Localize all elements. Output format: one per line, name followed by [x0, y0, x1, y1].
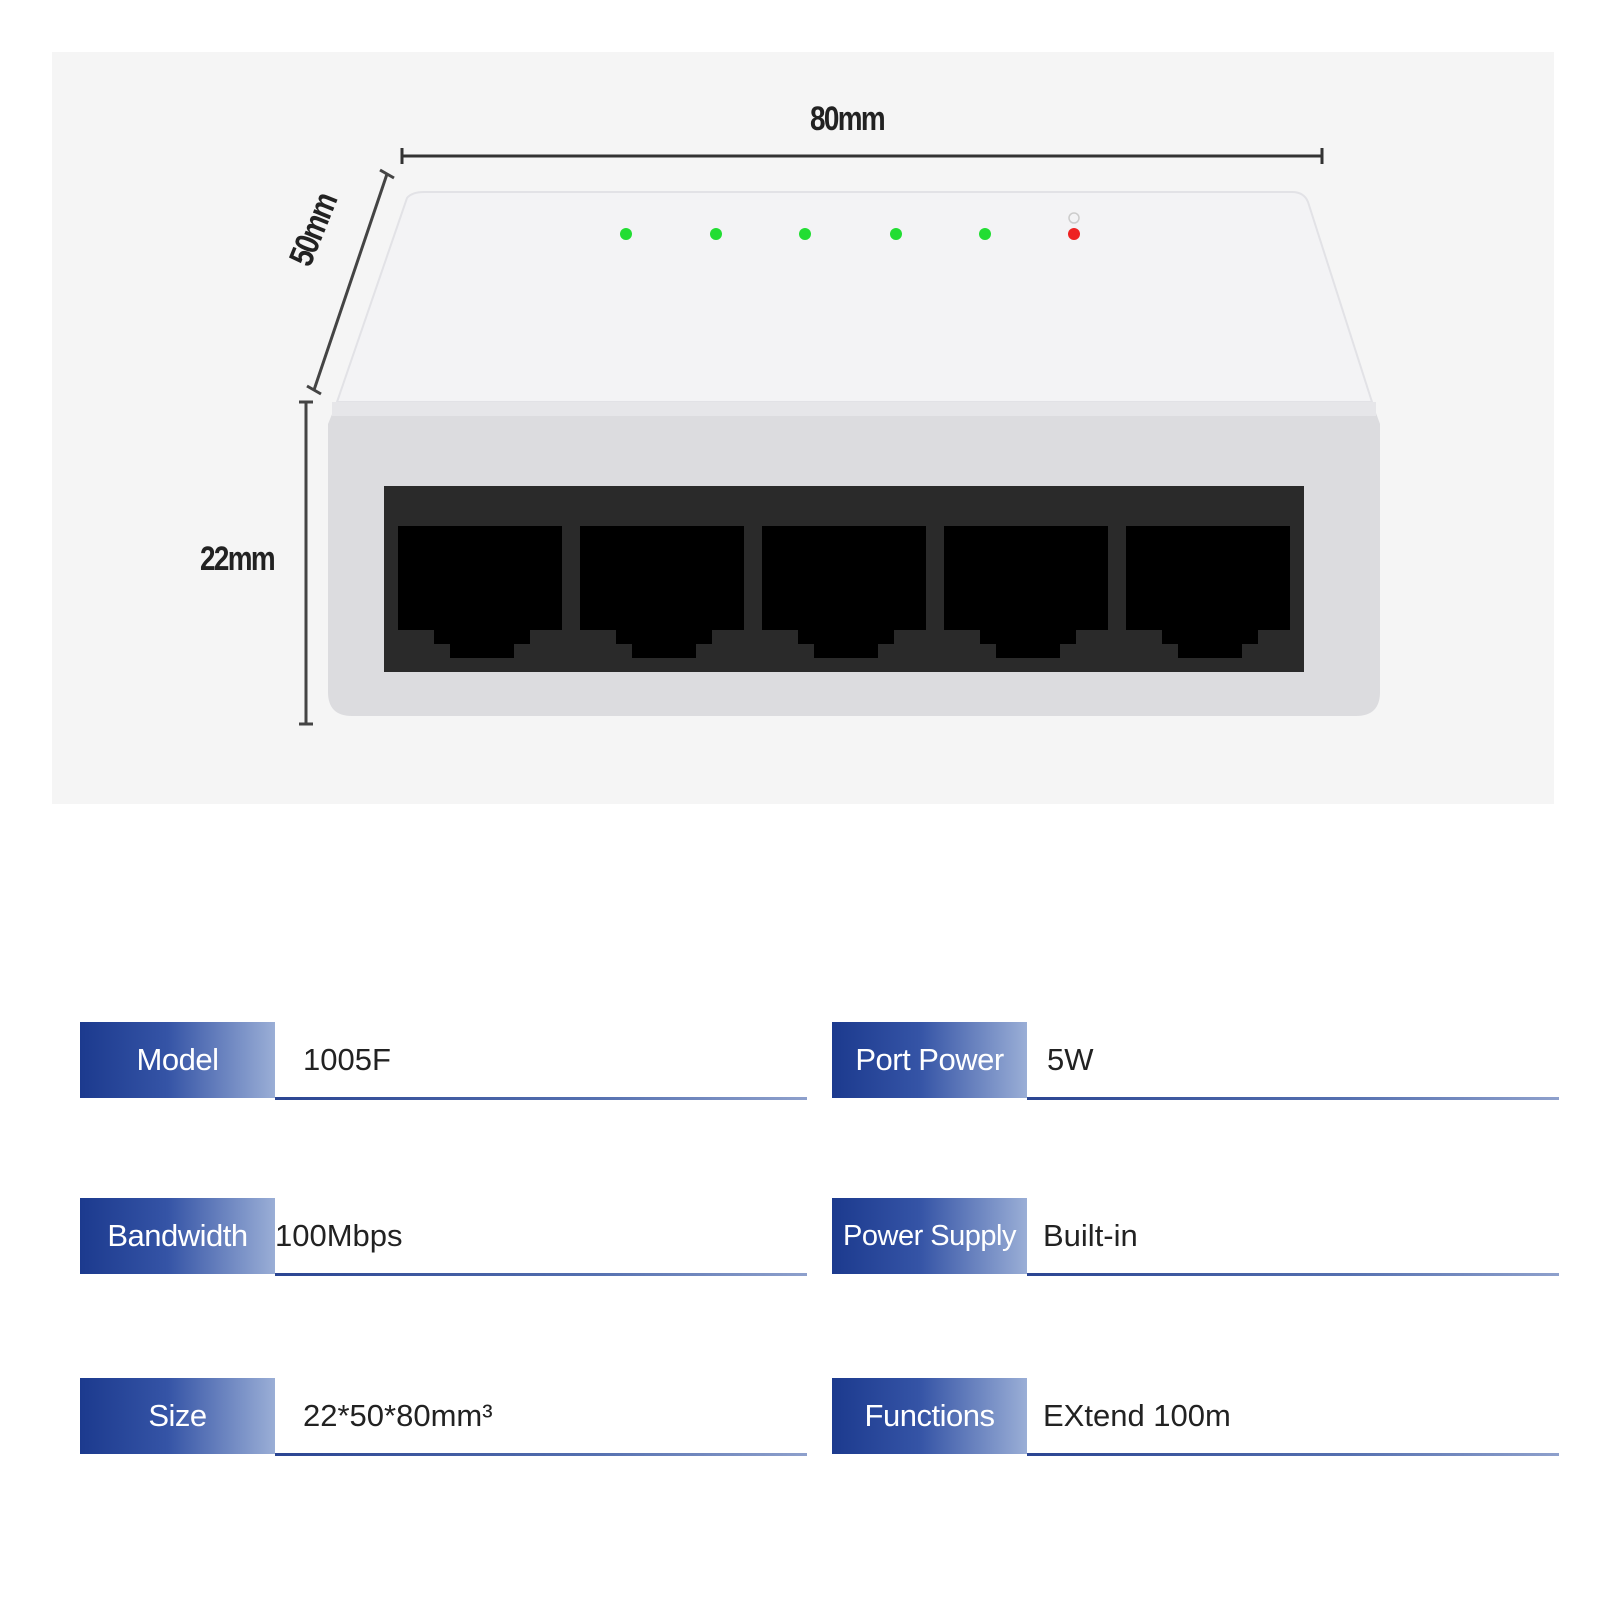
spec-bandwidth: Bandwidth 100Mbps — [80, 1198, 807, 1276]
spec-value: EXtend 100m — [1043, 1398, 1231, 1433]
led-power — [1068, 228, 1080, 240]
ethernet-port-2 — [580, 526, 744, 658]
spec-label: Port Power — [832, 1022, 1027, 1098]
spec-divider — [1027, 1273, 1559, 1276]
depth-dimension-line — [306, 168, 395, 396]
led-port-3 — [799, 228, 811, 240]
led-port-1 — [620, 228, 632, 240]
spec-label: Model — [80, 1022, 275, 1098]
spec-power-supply: Power Supply Built-in — [832, 1198, 1559, 1276]
spec-port-power: Port Power 5W — [832, 1022, 1559, 1100]
height-dimension-line — [299, 400, 313, 726]
width-dimension-label: 80mm — [810, 100, 886, 138]
led-port-4 — [890, 228, 902, 240]
spec-divider — [275, 1097, 807, 1100]
product-photo-panel: 80mm 50mm 22mm — [52, 52, 1554, 804]
spec-value: 22*50*80mm³ — [303, 1398, 493, 1433]
spec-label: Size — [80, 1378, 275, 1454]
spec-label: Functions — [832, 1378, 1027, 1454]
switch-top-surface — [335, 191, 1374, 403]
spec-value: Built-in — [1043, 1218, 1138, 1253]
spec-divider — [1027, 1097, 1559, 1100]
spec-size: Size 22*50*80mm³ — [80, 1378, 807, 1456]
switch-illustration — [299, 148, 1380, 726]
status-leds — [620, 212, 1080, 240]
width-dimension-line — [400, 148, 1324, 164]
led-port-5 — [979, 228, 991, 240]
spec-value: 5W — [1047, 1042, 1094, 1077]
spec-model: Model 1005F — [80, 1022, 807, 1100]
led-port-2 — [710, 228, 722, 240]
spec-divider — [275, 1273, 807, 1276]
height-dimension-label: 22mm — [200, 540, 276, 578]
spec-divider — [1027, 1453, 1559, 1456]
spec-functions: Functions EXtend 100m — [832, 1378, 1559, 1456]
ethernet-port-3 — [762, 526, 926, 658]
ethernet-port-4 — [944, 526, 1108, 658]
spec-divider — [275, 1453, 807, 1456]
spec-label: Power Supply — [832, 1198, 1027, 1274]
ethernet-port-1 — [398, 526, 562, 658]
ethernet-port-5 — [1126, 526, 1290, 658]
spec-label: Bandwidth — [80, 1198, 275, 1274]
ethernet-ports — [398, 526, 1290, 658]
spec-value: 100Mbps — [275, 1218, 403, 1253]
spec-value: 1005F — [303, 1042, 391, 1077]
